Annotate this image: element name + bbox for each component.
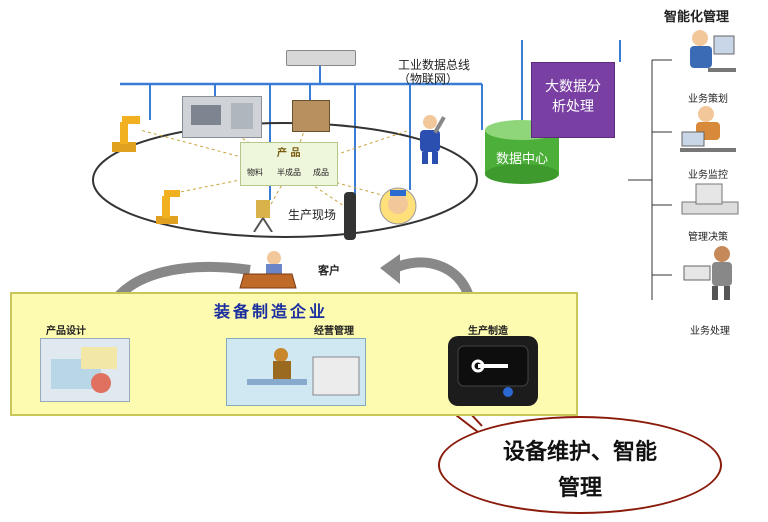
product-box-title: 产 品 — [277, 148, 301, 159]
customer-icon — [238, 250, 298, 290]
industrial-robot-icon — [108, 112, 142, 154]
product-design-image — [40, 338, 130, 402]
item-monitoring: 业务监控 — [688, 170, 728, 181]
bus-label-line2: （物联网） — [398, 72, 459, 86]
design-label: 产品设计 — [46, 326, 86, 337]
robot-arm-icon — [152, 182, 182, 226]
product-box: 产 品 物料 半成品 成品 — [240, 142, 338, 186]
callout-bubble: 设备维护、智能 管理 — [438, 416, 722, 514]
field-label: 生产现场 — [288, 208, 337, 222]
item-processing: 业务处理 — [690, 326, 730, 337]
big-data-label: 大数据分 析处理 — [532, 77, 614, 117]
machine-tool-icon — [292, 100, 330, 132]
callout-line1: 设备维护、智能 — [502, 439, 657, 465]
big-data-line1: 大数据分 — [545, 79, 601, 95]
panel-title: 智能化管理 — [664, 10, 730, 25]
production-loop — [92, 122, 478, 238]
sensor-probe-icon — [344, 192, 356, 240]
callout-line2: 管理 — [557, 475, 602, 501]
big-data-line2: 析处理 — [552, 99, 594, 115]
laptop-worker-icon — [678, 244, 742, 306]
desktop-computer-icon — [678, 180, 742, 224]
right-panel-tree — [628, 59, 672, 300]
big-data-box: 大数据分 析处理 — [531, 62, 615, 138]
item-planning: 业务策划 — [688, 94, 728, 105]
management-label: 经营管理 — [314, 326, 354, 337]
office-worker-icon-2 — [676, 104, 740, 158]
cnc-machine-icon — [182, 96, 262, 138]
office-worker-icon-1 — [678, 28, 738, 80]
measuring-device-icon — [250, 196, 276, 233]
network-router-icon — [286, 50, 356, 66]
product-step-finished: 成品 — [313, 168, 329, 177]
data-center-label: 数据中心 — [495, 152, 548, 167]
arrow-right-head — [380, 254, 400, 284]
bus-label-line1: 工业数据总线 — [398, 58, 471, 72]
product-step-material: 物料 — [247, 168, 263, 177]
production-manufacturing-image — [448, 336, 538, 406]
customer-label: 客户 — [318, 264, 340, 277]
worker-with-wrench-icon — [412, 112, 448, 164]
arrow-right-curve — [392, 257, 475, 302]
item-decision: 管理决策 — [688, 232, 728, 243]
engineer-cartoon-icon — [378, 184, 420, 228]
business-management-image — [226, 338, 366, 406]
product-step-semi: 半成品 — [277, 168, 301, 177]
intelligent-management-panel: 智能化管理 业务策划 业务监控 管理决策 业务处理 — [648, 0, 768, 340]
production-label: 生产制造 — [468, 326, 508, 337]
enterprise-title: 装备制造企业 — [214, 302, 329, 321]
